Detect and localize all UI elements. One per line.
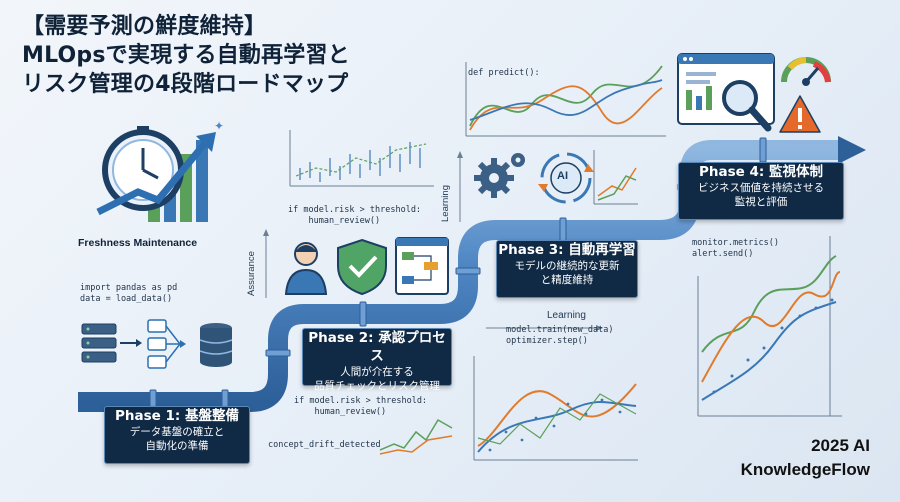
learning-label: Learning	[547, 310, 586, 321]
phase-2-top-chart	[289, 130, 434, 187]
phase-3-desc-2: と精度維持	[540, 274, 594, 286]
ai-label: AI	[557, 170, 568, 182]
phase-1-title: Phase 1: 基盤整備	[115, 408, 239, 424]
title-line-3: リスク管理の4段階ロードマップ	[22, 72, 349, 97]
phase-2-box: Phase 2: 承認プロセス 人間が介在する 品質チェックとリスク管理	[302, 328, 452, 392]
drift-chart	[379, 418, 453, 455]
clock-growth-icon: ✦	[96, 120, 224, 222]
phase-2-desc-2: 品質チェックとリスク管理	[314, 380, 440, 392]
risk-code-snippet-bottom: if model.risk > threshold: human_review(…	[294, 396, 428, 417]
page-title: 【需要予測の鮮度維持】 MLOpsで実現する自動再学習と リスク管理の4段階ロー…	[22, 12, 442, 99]
monitor-code-snippet: monitor.metrics() alert.send()	[692, 238, 779, 259]
assurance-label: Assurance	[246, 251, 257, 296]
risk-code-snippet-top: if model.risk > threshold: human_review(…	[288, 205, 422, 226]
ai-cycle-icons	[474, 150, 638, 205]
brand-line-2: KnowledgeFlow	[740, 460, 870, 479]
phase-3-desc-1: モデルの継続的な更新	[514, 260, 620, 272]
person-icon	[284, 242, 328, 295]
title-line-1: 【需要予測の鮮度維持】	[22, 14, 267, 39]
shield-check-icon	[337, 238, 387, 296]
monitor-chart	[697, 236, 842, 417]
phase-4-desc-1: ビジネス価値を持続させる	[698, 182, 824, 194]
phase-2-title: Phase 2: 承認プロセス	[308, 330, 446, 364]
magnifier-icon	[722, 80, 772, 132]
phase-4-desc-2: 監視と評価	[734, 196, 788, 208]
phase-3-title: Phase 3: 自動再学習	[498, 242, 636, 258]
monitoring-icons	[677, 53, 831, 133]
learning-curve-chart	[473, 356, 638, 461]
flowchart-icon	[395, 237, 449, 295]
brand-mark: 2025 AI KnowledgeFlow	[741, 434, 870, 482]
import-code-snippet: import pandas as pd data = load_data()	[80, 283, 178, 304]
freshness-label: Freshness Maintenance	[78, 237, 198, 249]
warning-icon	[779, 95, 821, 133]
learning-axis	[457, 151, 463, 222]
learning-vertical-label: Learning	[440, 185, 451, 222]
train-code-snippet: model.train(new_data) optimizer.step()	[506, 325, 614, 346]
phase-1-box: Phase 1: 基盤整備 データ基盤の確立と 自動化の準備	[104, 406, 250, 464]
gauge-icon	[781, 57, 831, 86]
brand-line-1: 2025 AI	[811, 436, 870, 455]
assurance-axis	[263, 229, 269, 298]
phase-3-box: Phase 3: 自動再学習 モデルの継続的な更新 と精度維持	[496, 240, 638, 298]
phase-4-title: Phase 4: 監視体制	[699, 164, 823, 180]
review-icons	[284, 237, 449, 296]
gear-icon	[474, 153, 525, 198]
phase-1-desc-2: 自動化の準備	[145, 440, 209, 452]
arrow-head	[838, 136, 866, 164]
phase-2-desc-1: 人間が介在する	[340, 366, 414, 378]
data-pipeline-icon	[81, 319, 233, 369]
svg-text:✦: ✦	[214, 120, 224, 133]
title-line-2: MLOpsで実現する自動再学習と	[22, 43, 350, 68]
learning-axis-horizontal	[486, 325, 603, 331]
predict-chart	[465, 62, 666, 137]
phase-4-box: Phase 4: 監視体制 ビジネス価値を持続させる 監視と評価	[678, 162, 844, 220]
drift-code-snippet: concept_drift_detected	[268, 440, 381, 450]
phase-1-desc-1: データ基盤の確立と	[129, 426, 225, 438]
predict-code-snippet: def predict():	[468, 68, 540, 78]
